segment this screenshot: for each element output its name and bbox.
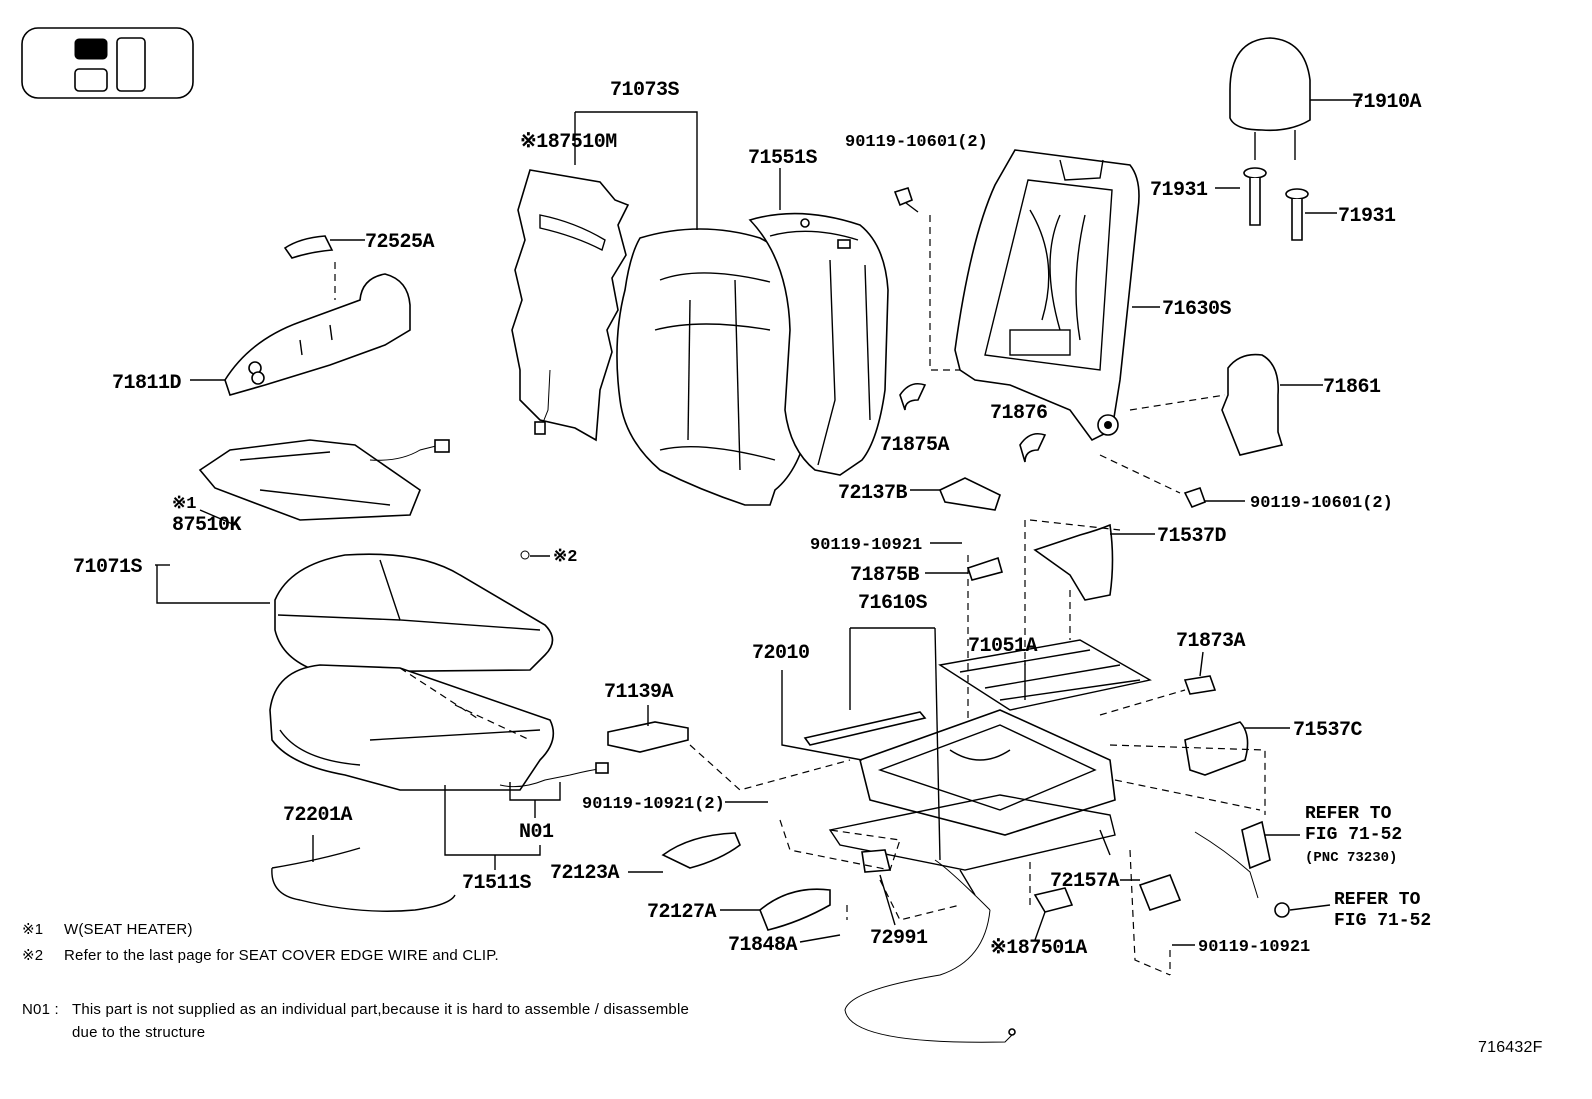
seatbelt-cable-drawing [1194, 831, 1259, 899]
bolt-drawing [1183, 486, 1207, 509]
release-cable-drawing [844, 909, 1013, 1043]
headrest-guide-drawing [1243, 167, 1309, 241]
cushion-heater-drawing [198, 439, 450, 521]
label-71511S: 71511S [462, 872, 532, 895]
label-87510K: 87510K [172, 514, 242, 537]
ref2-line2: FIG 71-52 [1334, 911, 1431, 931]
seatback-cover-drawing [616, 228, 811, 506]
label-72137B: 72137B [838, 482, 908, 505]
label-71051A: 71051A [968, 635, 1038, 658]
note2-text: Refer to the last page for SEAT COVER ED… [64, 947, 499, 964]
leader-lines [155, 99, 1362, 946]
label-71610S: 71610S [858, 592, 928, 615]
clip-drawing [899, 382, 927, 411]
edge-wire-drawing [271, 847, 456, 912]
label-72127A: 72127A [647, 901, 717, 924]
seat-adjuster-frame-drawing [828, 709, 1116, 896]
reference-callouts: REFER TO FIG 71-52 (PNC 73230) REFER TO … [1305, 804, 1431, 931]
label-mark-2: ※2 [553, 548, 577, 567]
label-N01: N01 [519, 821, 554, 844]
rail-cover-drawing [661, 832, 741, 869]
bolt-drawing [893, 187, 919, 213]
clip-drawing [966, 556, 1003, 581]
label-71875B: 71875B [850, 564, 920, 587]
hinge-cover-drawing [1184, 721, 1249, 776]
note2-mark: ※2 [22, 947, 43, 964]
label-71537D: 71537D [1157, 525, 1227, 548]
rail-cover-drawing [759, 888, 831, 931]
part-labels: 71073S ※187510M 71551S 90119-10601(2) 71… [73, 79, 1422, 960]
label-90119-10921-upper: 90119-10921 [810, 536, 922, 555]
sensor-drawing [1033, 887, 1074, 913]
label-90119-10921-2: 90119-10921(2) [582, 795, 725, 814]
label-71073S: 71073S [610, 79, 680, 102]
clip-drawing [1019, 432, 1047, 463]
label-72525A: 72525A [365, 231, 435, 254]
note1-mark: ※1 [22, 921, 43, 938]
ref1-line2: FIG 71-52 [1305, 825, 1402, 845]
label-72157A: 72157A [1050, 870, 1120, 893]
label-71071S: 71071S [73, 556, 143, 579]
label-72991: 72991 [870, 927, 928, 950]
release-cable-drawing [934, 859, 991, 911]
label-71139A: 71139A [604, 681, 674, 704]
footnotes: ※1 W(SEAT HEATER) ※2 Refer to the last p… [22, 921, 689, 1041]
label-90119-10601-right: 90119-10601(2) [1250, 494, 1393, 513]
label-72123A: 72123A [550, 862, 620, 885]
note-n01-line1: This part is not supplied as an individu… [72, 1001, 689, 1018]
label-71811D: 71811D [112, 372, 182, 395]
label-71537C: 71537C [1293, 719, 1363, 742]
assembly-dashed-lines [334, 215, 1266, 976]
figure-code: 716432F [1478, 1039, 1543, 1056]
label-87501A: ※187501A [990, 937, 1087, 960]
note-n01-line2: due to the structure [72, 1024, 205, 1041]
label-71876: 71876 [990, 402, 1048, 425]
seatbelt-buckle-drawing [1241, 820, 1271, 870]
label-71861: 71861 [1323, 376, 1381, 399]
recliner-cover-drawing [1221, 353, 1284, 456]
label-71551S: 71551S [748, 147, 818, 170]
ref1-line3: (PNC 73230) [1305, 850, 1397, 866]
seatback-foam-drawing [748, 212, 889, 476]
label-71848A: 71848A [728, 934, 798, 957]
label-71873A: 71873A [1176, 630, 1246, 653]
ref2-line1: REFER TO [1334, 890, 1421, 910]
label-71931-right: 71931 [1338, 205, 1396, 228]
cover-drawing [1138, 874, 1182, 911]
cover-drawing [861, 849, 892, 873]
mark-2-symbol: ※2 [520, 548, 577, 567]
hinge-cover-drawing [1033, 523, 1114, 601]
bracket-drawing [938, 477, 1001, 511]
ref1-line1: REFER TO [1305, 804, 1392, 824]
label-87510M: ※187510M [520, 131, 617, 154]
label-71875A: 71875A [880, 434, 950, 457]
knob-drawing [283, 235, 334, 259]
label-72010: 72010 [752, 642, 810, 665]
note-n01-mark: N01 : [22, 1001, 59, 1018]
seatback-heater-pad-drawing [511, 169, 630, 442]
clip-drawing [1183, 675, 1217, 695]
label-72201A: 72201A [283, 804, 353, 827]
label-71630S: 71630S [1162, 298, 1232, 321]
note1-text: W(SEAT HEATER) [64, 921, 193, 938]
harness-drawing [499, 767, 606, 788]
connector-drawing [595, 762, 609, 774]
cushion-foam-drawing [269, 664, 555, 791]
headrest-drawing [1229, 37, 1311, 160]
seat-position-icon [21, 27, 194, 99]
label-87510K-mark: ※1 [172, 495, 196, 514]
label-71910A: 71910A [1352, 91, 1422, 114]
seatback-frame-drawing [954, 149, 1140, 442]
torsion-bar-drawing [803, 711, 927, 746]
cushion-cover-drawing [274, 553, 554, 673]
rail-cover-drawing [607, 721, 689, 753]
label-90119-10921-lower: 90119-10921 [1198, 938, 1310, 957]
label-71931-left: 71931 [1150, 179, 1208, 202]
label-90119-10601-top: 90119-10601(2) [845, 133, 988, 152]
side-shield-drawing [224, 273, 411, 396]
nut-drawing [1274, 902, 1290, 918]
